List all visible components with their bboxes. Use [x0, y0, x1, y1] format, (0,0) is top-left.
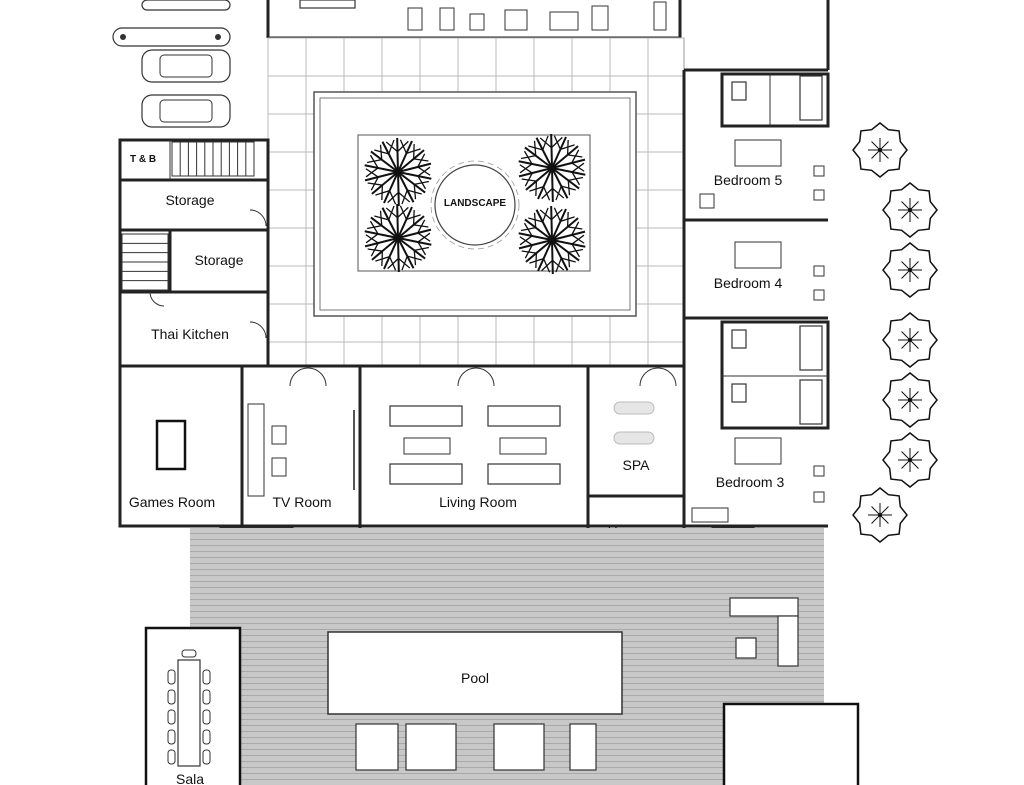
courtyard: LANDSCAPE — [267, 37, 685, 367]
tv-room-label: TV Room — [272, 494, 331, 510]
pool-label: Pool — [461, 670, 489, 686]
tree-icon — [518, 133, 586, 203]
gym-strip — [266, 0, 682, 40]
thai-kitchen-label: Thai Kitchen — [151, 326, 229, 342]
right-wing: Bedroom 5 Bedroom 4 Bedroom 3 — [682, 68, 830, 570]
landscape-label: LANDSCAPE — [444, 198, 507, 209]
bedroom-4-label: Bedroom 4 — [714, 275, 783, 291]
tree-icon — [852, 122, 908, 178]
spa-label: SPA — [623, 457, 651, 473]
bedroom-5-label: Bedroom 5 — [714, 172, 783, 188]
car — [141, 94, 231, 128]
storage-1-label: Storage — [165, 192, 214, 208]
sala-label: Sala — [176, 771, 204, 785]
tree-icon — [882, 182, 938, 238]
sala: Sala — [144, 626, 242, 785]
tree-icon — [882, 242, 938, 298]
parking-area — [112, 0, 231, 128]
tree-icon — [852, 487, 908, 543]
tree-icon — [882, 432, 938, 488]
living-room-label: Living Room — [439, 494, 517, 510]
games-room-label: Games Room — [129, 494, 215, 510]
tree-icon — [882, 312, 938, 368]
storage-2-label: Storage — [194, 252, 243, 268]
car — [112, 27, 231, 47]
tree-icon — [518, 205, 586, 275]
tb-label: T & B — [130, 154, 156, 165]
car — [141, 0, 231, 11]
tree-icon — [882, 372, 938, 428]
car — [141, 49, 231, 83]
pool-deck: Pool — [190, 528, 860, 785]
tree-icon — [364, 137, 432, 207]
tree-icon — [364, 203, 432, 273]
left-wing: T & B Storage Storage Thai Kitchen — [118, 138, 270, 368]
bedroom-3-label: Bedroom 3 — [716, 474, 785, 490]
tree-row — [852, 122, 938, 543]
